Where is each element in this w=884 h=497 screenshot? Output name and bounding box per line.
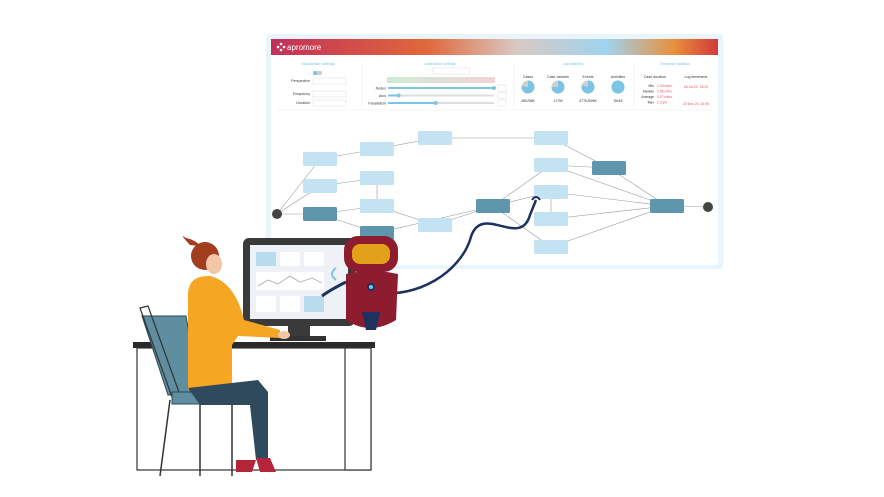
- slider-label: Arcs: [379, 94, 386, 98]
- stat-pie-slice: [521, 80, 535, 94]
- stat-value: 17/35: [554, 99, 563, 103]
- process-activity-node[interactable]: [360, 171, 394, 185]
- slider-label: Parallelism: [368, 101, 386, 105]
- temporal-row-value: 3.07 mths: [657, 95, 672, 99]
- log-statistics-title: Log statistics: [563, 62, 584, 66]
- duration-label: Duration: [296, 101, 310, 105]
- slider-value-input[interactable]: [497, 84, 507, 92]
- apromore-logo-icon: [276, 42, 286, 52]
- temporal-row-value: 1.3 yrs: [657, 101, 667, 105]
- robot-figure: [321, 236, 398, 330]
- slider-value-input[interactable]: [497, 99, 507, 107]
- process-activity-node[interactable]: [534, 131, 568, 145]
- slider-value-input[interactable]: [497, 92, 507, 99]
- stat-value: 45K/58K: [521, 99, 535, 103]
- timeframe-end: 23 Dec 20, 16:05: [683, 102, 709, 106]
- process-map: [272, 131, 713, 254]
- temporal-row-label: Average: [641, 95, 654, 99]
- abstraction-input[interactable]: [432, 67, 471, 75]
- window-body: [271, 39, 718, 265]
- temporal-statistics-title: Temporal statistics: [660, 62, 690, 66]
- stat-label: Cases: [523, 75, 533, 79]
- process-edge: [550, 164, 668, 207]
- process-edge: [550, 205, 668, 248]
- process-activity-node[interactable]: [534, 158, 568, 172]
- slider-fill: [388, 87, 494, 89]
- temporal-row-value: 1.33 mins: [657, 84, 672, 88]
- frequency-select[interactable]: [312, 90, 347, 98]
- temporal-row-label: Min: [649, 84, 655, 88]
- stat-pie-slice: [581, 80, 595, 94]
- process-activity-node[interactable]: [476, 199, 510, 213]
- stat-pie-slice: [551, 80, 565, 94]
- process-activity-node[interactable]: [650, 199, 684, 213]
- stat-label: Case variants: [547, 75, 569, 79]
- duration-select[interactable]: [312, 99, 347, 107]
- app-header: [271, 39, 718, 55]
- process-activity-node[interactable]: [360, 199, 394, 213]
- abstraction-settings-title: Abstraction settings: [424, 62, 456, 66]
- stat-label: Activities: [611, 75, 625, 79]
- robot-cable: [371, 199, 538, 295]
- temporal-row-value: 1.56 mths: [657, 90, 672, 94]
- abstraction-gradient-bar: [387, 77, 495, 83]
- perspective-label: Perspective: [291, 79, 310, 83]
- process-activity-node[interactable]: [534, 240, 568, 254]
- stat-label: Events: [583, 75, 594, 79]
- computer-monitor: [243, 238, 355, 341]
- log-timeframe-label: Log timeframe: [685, 75, 708, 79]
- stat-value: 477K/599K: [579, 99, 597, 103]
- slider-fill: [388, 102, 436, 104]
- stat-value: 35/45: [614, 99, 623, 103]
- process-activity-node[interactable]: [534, 185, 568, 199]
- process-activity-node[interactable]: [418, 131, 452, 145]
- dashboard-window: apromore Visualization settings Perspect…: [266, 34, 723, 269]
- slider-label: Nodes: [376, 86, 387, 90]
- process-activity-node[interactable]: [303, 179, 337, 193]
- slider-handle[interactable]: [396, 93, 401, 98]
- process-activity-node[interactable]: [360, 142, 394, 156]
- timeframe-start: 06 Jul 20, 14:20: [684, 85, 708, 89]
- stat-pie-slice: [611, 80, 625, 94]
- cable-clip-icon: [531, 196, 541, 201]
- brand-name: apromore: [287, 43, 322, 52]
- frequency-label: Frequency: [293, 92, 310, 96]
- process-activity-node[interactable]: [592, 161, 626, 175]
- process-edge: [550, 205, 668, 220]
- process-end-node: [703, 202, 713, 212]
- slider-handle[interactable]: [492, 86, 496, 90]
- slider-track[interactable]: [388, 102, 494, 104]
- perspective-select[interactable]: [312, 77, 347, 85]
- process-activity-node[interactable]: [534, 212, 568, 226]
- slider-fill: [388, 94, 399, 97]
- visualization-settings-title: Visualization settings: [301, 62, 335, 66]
- toggle-knob: [313, 71, 317, 75]
- process-activity-node[interactable]: [418, 218, 452, 232]
- temporal-row-label: Median: [643, 90, 654, 94]
- process-activity-node[interactable]: [303, 207, 337, 221]
- process-edge: [550, 191, 668, 207]
- process-activity-node[interactable]: [303, 152, 337, 166]
- process-edge: [276, 158, 321, 215]
- process-start-node: [272, 209, 282, 219]
- woman-figure: [182, 236, 290, 472]
- temporal-row-label: Max: [648, 101, 655, 105]
- case-duration-label: Case duration: [644, 75, 666, 79]
- slider-handle[interactable]: [433, 101, 438, 105]
- slider-track[interactable]: [388, 94, 494, 97]
